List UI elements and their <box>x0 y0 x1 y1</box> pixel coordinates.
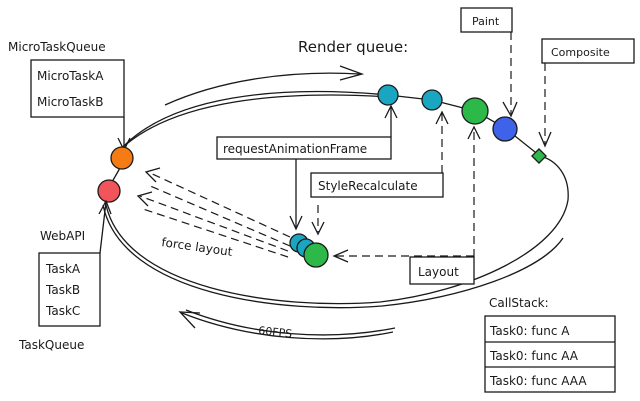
call-stack-frame: Task0: func AAA <box>489 374 587 388</box>
layout-cluster-arrowhead <box>332 249 349 263</box>
fps-arrowhead <box>178 311 201 329</box>
webapi-label: WebAPI <box>40 229 85 243</box>
event-loop-upper-arc <box>119 90 389 151</box>
style-label: StyleRecalculate <box>318 179 418 193</box>
style-box <box>310 172 444 198</box>
event-loop-lower-arc-2 <box>102 204 564 309</box>
layout-node <box>461 97 489 125</box>
composite-arrowhead <box>538 131 552 148</box>
task-item: TaskA <box>45 262 81 276</box>
micro-to-task-link <box>111 167 121 183</box>
paint-node <box>492 116 518 142</box>
microtask-item: MicroTaskB <box>37 95 103 109</box>
layout-node-arrowhead <box>467 125 481 140</box>
task-queue-title: TaskQueue <box>18 338 84 352</box>
composite-node <box>531 148 547 164</box>
event-loop-lower-arc <box>104 155 569 305</box>
layout-label: Layout <box>418 265 459 279</box>
call-stack-frame: Task0: func AA <box>489 349 579 363</box>
call-stack-frame: Task0: func A <box>489 324 570 338</box>
style-node <box>421 89 443 111</box>
webapi-connector <box>99 201 107 254</box>
fps-label: 60FPS <box>258 324 293 340</box>
style-cluster-arrowhead <box>311 221 325 236</box>
force-layout-label: force layout <box>161 235 234 259</box>
paint-arrowhead <box>502 101 518 118</box>
fps-arrow <box>181 312 394 340</box>
layout-box <box>409 256 475 285</box>
task-item: TaskB <box>45 283 80 297</box>
microtask-node <box>110 146 134 170</box>
task-node <box>97 179 121 203</box>
force-layout-arrow <box>139 195 289 252</box>
forced-layout-node <box>303 242 329 268</box>
render-queue-title: Render queue: <box>298 38 408 56</box>
raf-node-arrowhead <box>384 104 398 119</box>
task-item: TaskC <box>45 304 80 318</box>
raf-box <box>216 136 392 160</box>
paint-label: Paint <box>472 15 500 28</box>
composite-box <box>541 38 635 64</box>
microtask-item: MicroTaskA <box>37 69 104 83</box>
raf-node <box>377 84 399 106</box>
fps-arrow-2 <box>185 309 396 336</box>
force-layout-arrowhead <box>136 191 153 207</box>
style-node-arrowhead <box>435 110 449 125</box>
composite-label: Composite <box>551 46 610 59</box>
render-direction-arrow <box>164 72 361 106</box>
raf-cluster-arrowhead <box>289 215 303 231</box>
paint-box <box>460 7 513 33</box>
force-layout-arrowhead <box>144 167 161 183</box>
call-stack-box <box>484 315 616 393</box>
microtask-queue-title: MicroTaskQueue <box>8 40 106 54</box>
event-loop-upper-arc-2 <box>121 94 391 149</box>
force-layout-arrow <box>147 171 291 238</box>
raf-label: requestAnimationFrame <box>223 142 367 156</box>
call-stack-title: CallStack: <box>489 296 549 310</box>
task-queue-box <box>38 252 101 327</box>
microtask-queue-box <box>30 59 125 118</box>
render-direction-arrowhead <box>339 65 365 81</box>
webapi-arrowhead <box>98 199 112 215</box>
